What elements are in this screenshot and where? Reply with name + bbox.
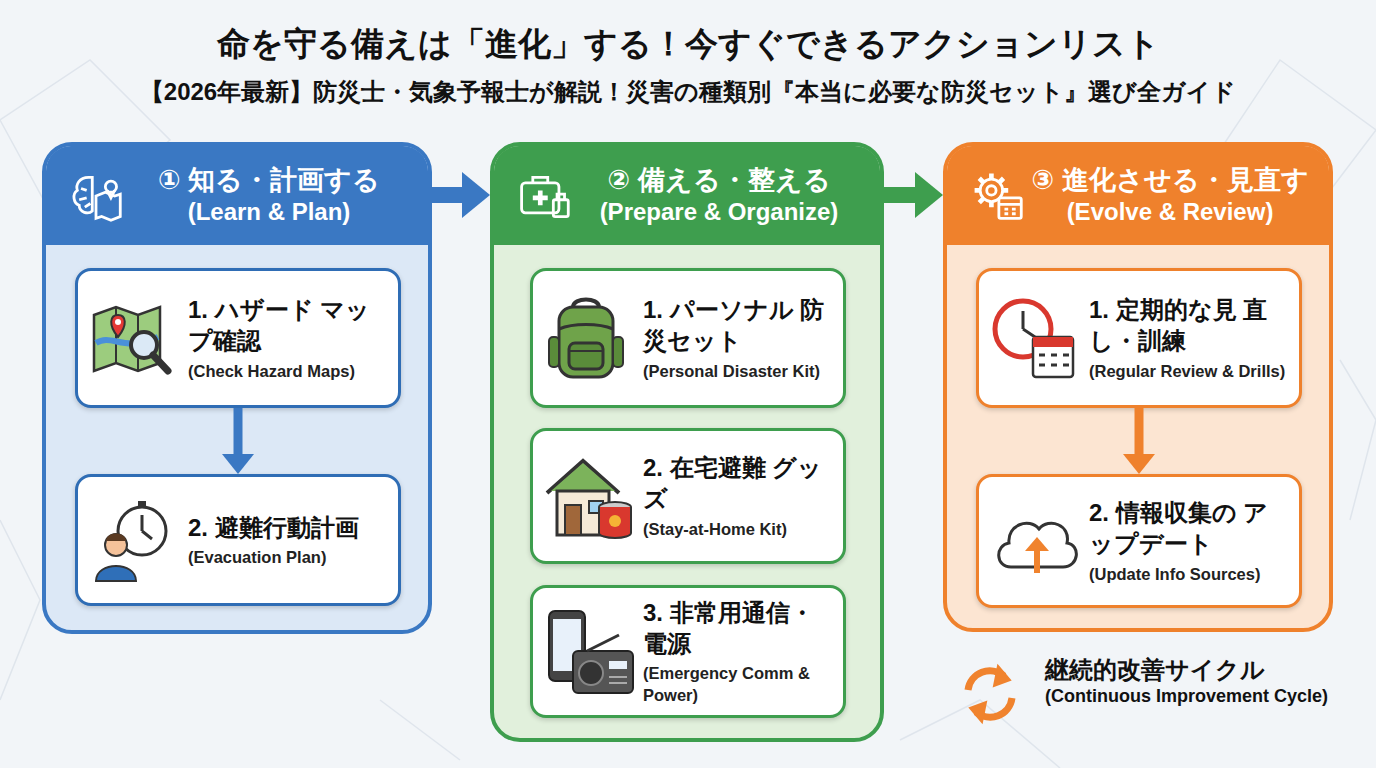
panel-subheading: (Evolve & Review) bbox=[1067, 197, 1274, 227]
step-subtitle: (Check Hazard Maps) bbox=[188, 360, 388, 382]
step-title: 3. 非常用通信・ 電源 bbox=[643, 597, 833, 659]
panel-subheading: (Prepare & Organize) bbox=[600, 197, 839, 227]
brain-map-icon bbox=[68, 168, 124, 224]
step-subtitle: (Evacuation Plan) bbox=[188, 546, 388, 568]
step-subtitle: (Personal Disaster Kit) bbox=[643, 360, 833, 382]
stage-panel: ① 知る・計画する(Learn & Plan) 1. ハザード マップ確認 (Ch… bbox=[42, 142, 432, 634]
step-box: 2. 在宅避難 グッズ (Stay-at-Home Kit) bbox=[530, 428, 846, 564]
panel-header: ② 備える・整える(Prepare & Organize) bbox=[494, 146, 880, 245]
stage-panel: ③ 進化させる・見直す(Evolve & Review) 1. 定期的な見 直し… bbox=[943, 142, 1333, 632]
connector bbox=[884, 172, 943, 218]
step-box: 2. 情報収集の アップデート (Update Info Sources) bbox=[976, 474, 1302, 608]
hazard-map-icon bbox=[88, 293, 178, 383]
box-text: 2. 避難行動計画 (Evacuation Plan) bbox=[188, 512, 388, 568]
cycle-icon bbox=[968, 666, 1012, 722]
cloud-update-icon bbox=[989, 501, 1083, 581]
cycle-label: 継続的改善サイクル bbox=[1045, 654, 1265, 686]
box-text: 1. ハザード マップ確認 (Check Hazard Maps) bbox=[188, 294, 388, 382]
panel-heading: ② 備える・整える bbox=[607, 164, 830, 198]
title: 命を守る備えは「進化」する！今すぐできるアクションリスト bbox=[217, 22, 1160, 67]
panel-heading: ③ 進化させる・見直す bbox=[1031, 164, 1308, 198]
box-text: 1. パーソナル 防災セット (Personal Disaster Kit) bbox=[643, 294, 833, 382]
step-title: 2. 情報収集の アップデート bbox=[1089, 497, 1289, 559]
step-subtitle: (Emergency Comm & Power) bbox=[643, 662, 833, 707]
box-text: 2. 在宅避難 グッズ (Stay-at-Home Kit) bbox=[643, 452, 833, 540]
step-title: 1. パーソナル 防災セット bbox=[643, 294, 833, 356]
box-text: 1. 定期的な見 直し・訓練 (Regular Review & Drills) bbox=[1089, 294, 1289, 382]
step-subtitle: (Regular Review & Drills) bbox=[1089, 360, 1289, 382]
step-title: 1. ハザード マップ確認 bbox=[188, 294, 388, 356]
step-title: 2. 在宅避難 グッズ bbox=[643, 452, 833, 514]
step-box: 3. 非常用通信・ 電源(Emergency Comm & Power) bbox=[530, 585, 846, 718]
arrowhead bbox=[1123, 454, 1155, 474]
connector-line bbox=[884, 187, 918, 203]
step-box: 1. ハザード マップ確認 (Check Hazard Maps) bbox=[75, 268, 401, 408]
panel-subheading: (Learn & Plan) bbox=[188, 197, 351, 227]
connector-line bbox=[432, 187, 465, 203]
connector bbox=[222, 408, 254, 474]
step-title: 1. 定期的な見 直し・訓練 bbox=[1089, 294, 1289, 356]
arrowhead bbox=[915, 172, 943, 218]
step-subtitle: (Stay-at-Home Kit) bbox=[643, 518, 833, 540]
arrowhead bbox=[462, 172, 490, 218]
step-box: 2. 避難行動計画 (Evacuation Plan) bbox=[75, 474, 401, 606]
connector bbox=[1123, 408, 1155, 474]
network-texture bbox=[0, 60, 1376, 768]
subtitle: 【2026年最新】防災士・気象予報士が解説！災害の種類別『本当に必要な防災セット… bbox=[140, 76, 1236, 108]
box-text: 3. 非常用通信・ 電源(Emergency Comm & Power) bbox=[643, 597, 833, 707]
clock-calendar-icon bbox=[989, 293, 1079, 383]
panel-heading: ① 知る・計画する bbox=[158, 164, 380, 198]
cycle-label-en: (Continuous Improvement Cycle) bbox=[1045, 686, 1328, 707]
home-supplies-icon bbox=[543, 451, 637, 541]
step-title: 2. 避難行動計画 bbox=[188, 512, 388, 543]
box-text: 2. 情報収集の アップデート (Update Info Sources) bbox=[1089, 497, 1289, 585]
stage-panel: ② 備える・整える(Prepare & Organize) 1. パーソナル 防… bbox=[490, 142, 884, 742]
arrowhead bbox=[222, 454, 254, 474]
connector-line bbox=[234, 408, 243, 456]
step-box: 1. 定期的な見 直し・訓練 (Regular Review & Drills) bbox=[976, 268, 1302, 408]
first-aid-kit-icon bbox=[516, 168, 572, 224]
evacuation-plan-icon bbox=[88, 495, 178, 585]
step-box: 1. パーソナル 防災セット (Personal Disaster Kit) bbox=[530, 268, 846, 408]
gear-calendar-icon bbox=[969, 168, 1025, 224]
step-subtitle: (Update Info Sources) bbox=[1089, 563, 1289, 585]
panel-header: ③ 進化させる・見直す(Evolve & Review) bbox=[947, 146, 1329, 245]
connector-line bbox=[1135, 408, 1144, 456]
connector bbox=[432, 172, 490, 218]
panel-header: ① 知る・計画する(Learn & Plan) bbox=[46, 146, 428, 245]
phone-radio-icon bbox=[543, 607, 637, 697]
backpack-icon bbox=[543, 293, 629, 383]
